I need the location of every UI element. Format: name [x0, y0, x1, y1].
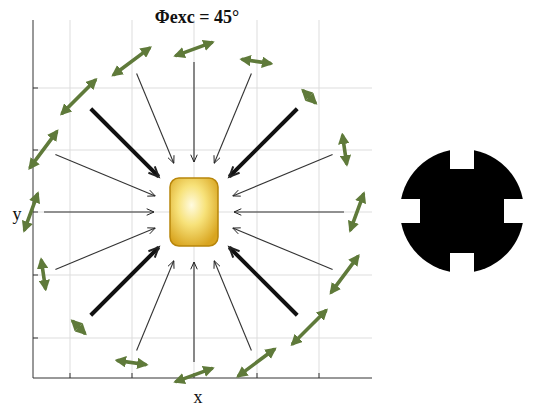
polarization-arrow — [239, 350, 274, 376]
notched-disk — [398, 147, 526, 275]
arrow-head — [168, 261, 174, 269]
arrow-head — [229, 247, 239, 257]
polarization-arrow — [351, 195, 364, 230]
arrow-head — [214, 261, 220, 269]
arrow-head — [229, 166, 239, 176]
figure-title: Φexc = 45° — [155, 7, 239, 27]
axis-label: x — [194, 387, 203, 407]
field-arrow — [214, 73, 251, 163]
axis-label-holder: x — [194, 387, 203, 408]
arrow-head — [147, 228, 155, 234]
arrow-head — [214, 155, 220, 163]
polarization-arrow — [332, 257, 358, 292]
polarization-arrow — [177, 43, 212, 56]
polarization-arrow — [343, 136, 347, 163]
polarization-arrows — [25, 43, 364, 382]
polarization-arrow — [243, 59, 270, 63]
arrow-head — [234, 209, 241, 216]
title-holder: Φexc = 45° — [155, 7, 239, 28]
field-arrow — [229, 247, 297, 315]
arrow-head — [147, 190, 155, 196]
arrow-head — [191, 262, 198, 269]
polarization-arrow — [177, 369, 212, 382]
field-arrow — [91, 247, 159, 315]
arrow-head — [191, 155, 198, 162]
field-arrow — [229, 109, 297, 177]
field-arrow — [234, 211, 344, 212]
field-arrow — [137, 261, 174, 351]
field-arrow — [55, 155, 155, 196]
axis-label-holder: y — [13, 204, 22, 225]
field-arrow — [214, 261, 251, 351]
field-arrow — [233, 228, 333, 269]
polarization-arrow — [304, 91, 315, 102]
field-arrow — [91, 109, 159, 177]
field-arrow — [137, 73, 174, 163]
field-arrow — [44, 211, 154, 212]
gold-particle — [170, 178, 218, 246]
polarization-arrow — [41, 261, 45, 288]
grid-lines — [33, 20, 372, 378]
field-arrows — [44, 62, 344, 362]
polarization-arrow — [62, 80, 95, 113]
polarization-arrow — [293, 311, 326, 344]
plot-axes — [33, 20, 372, 378]
field-arrow — [193, 262, 194, 362]
field-arrow — [193, 62, 194, 162]
polarization-arrow — [118, 361, 145, 365]
arrow-head — [233, 190, 241, 196]
polarization-arrow — [25, 195, 38, 230]
arrow-head — [148, 166, 158, 176]
polarization-arrow — [114, 48, 149, 74]
polarization-arrow — [30, 132, 56, 167]
arrow-head — [233, 228, 241, 234]
arrow-head — [147, 209, 154, 216]
polarization-arrow — [73, 322, 84, 333]
arrow-head — [168, 155, 174, 163]
axis-label: y — [13, 204, 22, 224]
arrow-head — [148, 247, 158, 257]
